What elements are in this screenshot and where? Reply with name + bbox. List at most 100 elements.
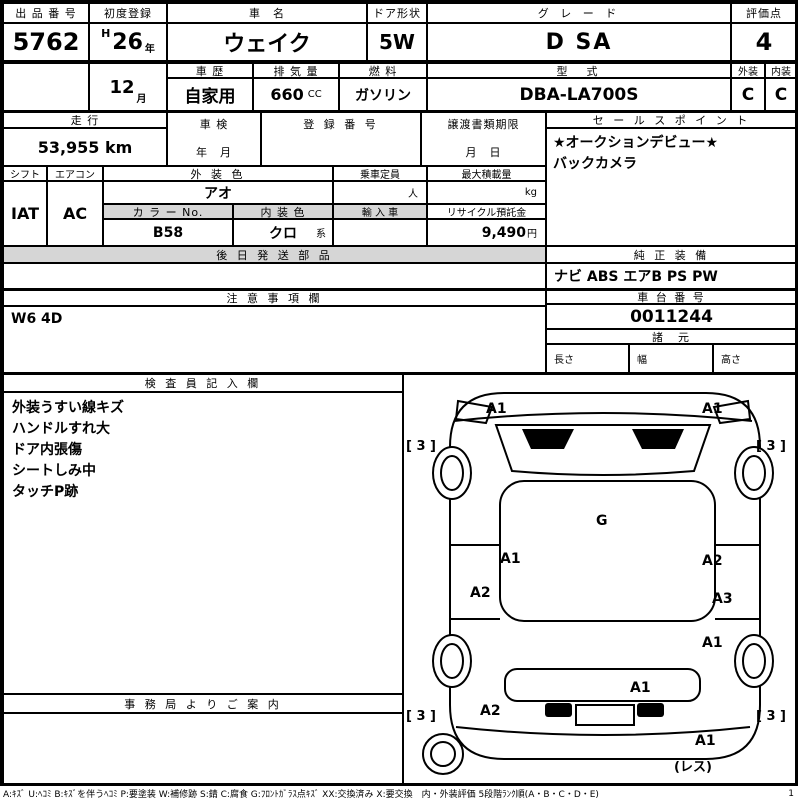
inspector-header: 検 査 員 記 入 欄 [2, 372, 404, 393]
spec-width-cell: 幅 [628, 343, 714, 374]
headlight-right [712, 399, 752, 425]
displacement-header: 排 気 量 [252, 62, 340, 79]
office-content [2, 712, 404, 786]
auction-no-header: 出 品 番 号 [2, 2, 90, 24]
tire-mark: [ 3 ] [756, 439, 786, 454]
car-name-header: 車 名 [166, 2, 368, 24]
front-left-wheel-inner [440, 455, 464, 491]
notes-value: W6 4D [2, 305, 547, 374]
exterior-color-value: アオ [102, 180, 334, 205]
sales-point-content: ★オークションデビュー★ バックカメラ [545, 127, 798, 247]
tire-mark: [ 3 ] [756, 709, 786, 724]
door-seams [450, 544, 760, 620]
inspection-header: 車 検 [199, 118, 229, 131]
inspection-value: 年 月 [196, 146, 232, 159]
rear-left-wheel [432, 634, 472, 688]
spare-tire-inner [430, 741, 456, 767]
damage-mark: A2 [470, 585, 491, 601]
interior-color-value: クロ 系 [232, 218, 334, 247]
first-reg-month-unit: 月 [136, 94, 147, 105]
fuel-value: ガソリン [338, 77, 428, 112]
grade-header: グ レ ー ド [426, 2, 732, 24]
chassis-no-value: 0011244 [545, 303, 798, 330]
mileage-header: 走 行 [2, 110, 168, 129]
sales-point-line: ★オークションデビュー★ [553, 135, 719, 151]
score-header: 評価点 [730, 2, 798, 24]
roof-panel [499, 480, 716, 622]
wiper-right [632, 429, 684, 449]
inspector-line: タッチP跡 [12, 484, 79, 500]
first-reg-year: 26 [112, 29, 143, 55]
damage-mark: A1 [695, 733, 716, 749]
damage-mark: A3 [712, 591, 733, 607]
first-reg-header: 初度登録 [88, 2, 168, 24]
front-right-wheel [734, 446, 774, 500]
later-parts-content [2, 262, 547, 290]
wiper-left [522, 429, 574, 449]
equipment-value: ナビ ABS エアB PS PW [545, 262, 798, 290]
license-plate [575, 704, 635, 726]
damage-mark: A2 [480, 703, 501, 719]
equipment-header: 純 正 装 備 [545, 245, 798, 264]
transfer-deadline-header: 譲渡書類期限 [447, 118, 520, 131]
door-shape-header: ドア形状 [366, 2, 428, 24]
inspector-content: 外装うすい線キズ ハンドルすれ大 ドア内張傷 シートしみ中 タッチP跡 [2, 391, 404, 695]
grade-value: D SA [426, 22, 732, 62]
rear-left-wheel-inner [440, 643, 464, 679]
damage-mark: A1 [630, 680, 651, 696]
first-reg-month-cell: 12 月 [88, 62, 168, 112]
history-value: 自家用 [166, 77, 254, 112]
inspection-cell: 車 検 年 月 [166, 110, 262, 167]
registration-no-cell: 登 録 番 号 [260, 110, 422, 167]
color-no-value: B58 [102, 218, 234, 247]
spec-height-cell: 高さ [712, 343, 798, 374]
car-name-value: ウェイク [166, 22, 368, 62]
front-left-wheel [432, 446, 472, 500]
damage-mark: A1 [486, 401, 507, 417]
rear-right-wheel [734, 634, 774, 688]
interior-grade-value: C [764, 77, 798, 112]
first-reg-year-cell: H 26 年 [88, 22, 168, 62]
damage-mark: A1 [702, 401, 723, 417]
recycle-value: 9,490 円 [426, 218, 547, 247]
damage-mark: G [596, 513, 608, 529]
max-load-value: kg [426, 180, 547, 205]
import-value [332, 218, 428, 247]
spare-less-mark: (レス) [674, 760, 712, 775]
sales-point-line: バックカメラ [553, 156, 637, 172]
auction-no-empty-cell [2, 62, 90, 112]
model-code-value: DBA-LA700S [426, 77, 732, 112]
page-number: 1 [788, 788, 794, 799]
first-reg-era: H [101, 27, 111, 40]
auction-no-value: 5762 [2, 22, 90, 62]
displacement-value: 660 CC [252, 77, 340, 112]
damage-mark: A1 [500, 551, 521, 567]
headlight-left [454, 399, 494, 425]
displacement-unit: CC [307, 89, 322, 100]
aircon-value: AC [46, 180, 104, 247]
interior-color-name: クロ [269, 225, 297, 242]
rear-right-wheel-inner [742, 643, 766, 679]
displacement-number: 660 [270, 85, 304, 104]
recycle-unit: 円 [527, 229, 537, 240]
car-body-outline [449, 392, 761, 760]
legend-text: A:ｷｽﾞ U:ﾍｺﾐ B:ｷｽﾞを伴うﾍｺﾐ P:要塗装 W:補修跡 S:錆 … [3, 790, 599, 800]
inspector-line: 外装うすい線キズ [12, 400, 124, 416]
rear-window [504, 668, 701, 702]
inspector-line: ハンドルすれ大 [12, 421, 110, 437]
tail-light-left [545, 703, 572, 717]
windshield [494, 424, 712, 476]
color-no-header: カ ラ ー No. [102, 203, 234, 220]
mileage-value: 53,955 km [2, 127, 168, 167]
transfer-deadline-value: 月 日 [465, 146, 502, 159]
transfer-deadline-cell: 譲渡書類期限 月 日 [420, 110, 547, 167]
damage-mark: A2 [702, 553, 723, 569]
first-reg-month: 12 [109, 76, 135, 98]
front-right-wheel-inner [742, 455, 766, 491]
tail-light-right [637, 703, 664, 717]
tire-mark: [ 3 ] [406, 709, 436, 724]
score-value: 4 [730, 22, 798, 62]
interior-color-suffix: 系 [316, 229, 326, 240]
recycle-amount: 9,490 [481, 224, 526, 241]
